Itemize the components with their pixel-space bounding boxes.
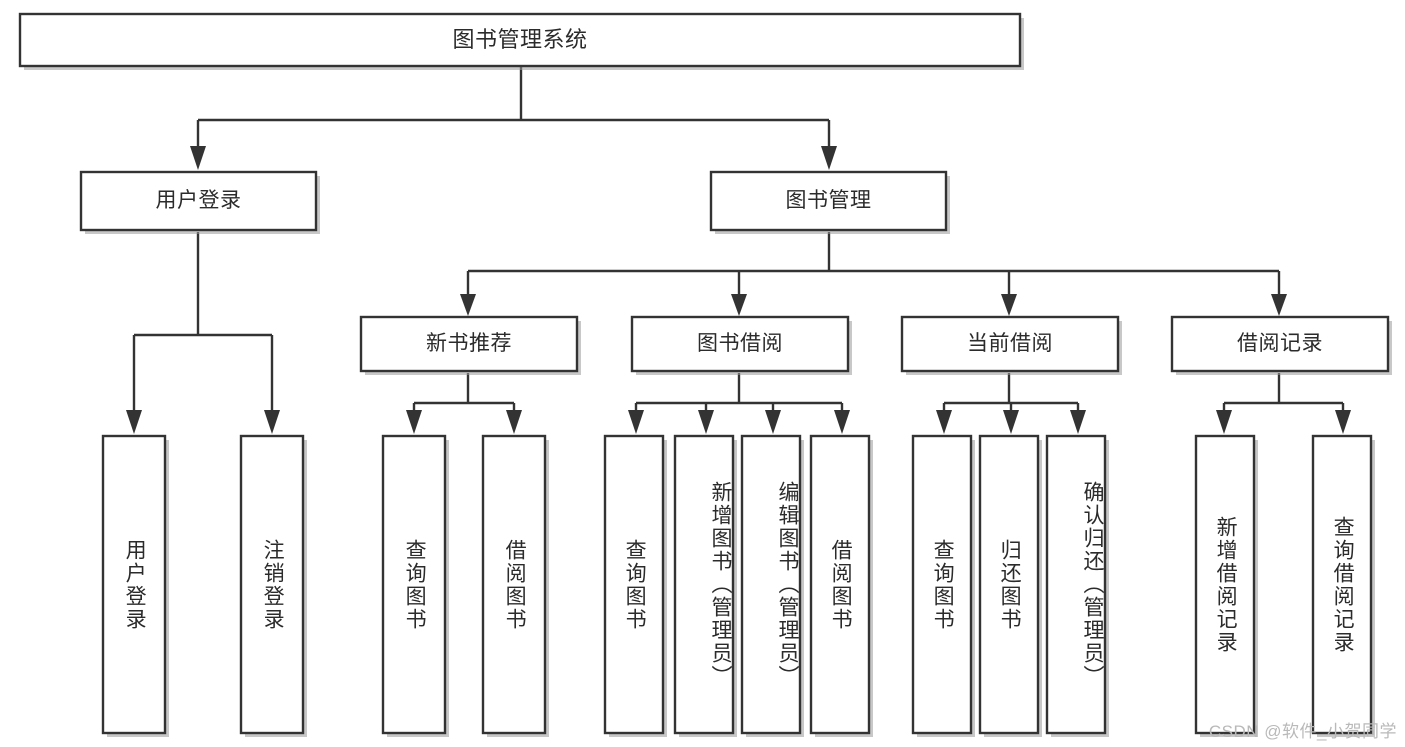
leaf-add-book-box[interactable] (673, 434, 735, 735)
arrowhead-current-borrow-leaf-2 (1003, 410, 1019, 434)
new-book-node-box[interactable] (359, 315, 579, 373)
current-borrow-node-box[interactable] (900, 315, 1120, 373)
arrowhead-current-borrow-leaf-1 (936, 410, 952, 434)
arrowhead-book-borrow-leaf-2 (698, 410, 714, 434)
arrowhead-borrow-record-leaf-1 (1216, 410, 1232, 434)
leaf-query-book-3-box[interactable] (911, 434, 973, 735)
node-box-layer (18, 12, 1392, 737)
arrowhead-borrow-record-leaf-2 (1335, 410, 1351, 434)
leaf-return-book-box[interactable] (978, 434, 1040, 735)
watermark-text: CSDN @软件_小贺同学 (1208, 722, 1397, 741)
arrowhead-user-login (190, 146, 206, 170)
root-node-box[interactable] (18, 12, 1022, 68)
leaf-query-record-box[interactable] (1311, 434, 1373, 735)
arrowhead-book-borrow (731, 294, 747, 316)
connector-layer (126, 67, 1351, 434)
leaf-borrow-book-1-box[interactable] (481, 434, 547, 735)
leaf-user-login-box[interactable] (101, 434, 167, 735)
arrowhead-new-book-leaf-1 (406, 410, 422, 434)
leaf-query-book-1-box[interactable] (381, 434, 447, 735)
arrowhead-borrow-record (1271, 294, 1287, 316)
arrowhead-current-borrow (1001, 294, 1017, 316)
arrowhead-user-login-leaf-1 (126, 410, 142, 434)
arrowhead-current-borrow-leaf-3 (1070, 410, 1086, 434)
arrowhead-book-mgmt (821, 146, 837, 170)
leaf-borrow-book-2-box[interactable] (809, 434, 871, 735)
leaf-confirm-return-box[interactable] (1045, 434, 1107, 735)
leaf-query-book-2-box[interactable] (603, 434, 665, 735)
book-mgmt-node-box[interactable] (709, 170, 948, 232)
arrowhead-book-borrow-leaf-1 (628, 410, 644, 434)
arrowhead-new-book-leaf-2 (506, 410, 522, 434)
leaf-edit-book-box[interactable] (740, 434, 802, 735)
leaf-logout-box[interactable] (239, 434, 305, 735)
arrowhead-book-borrow-leaf-4 (834, 410, 850, 434)
borrow-record-node-box[interactable] (1170, 315, 1390, 373)
arrowhead-user-login-leaf-2 (264, 410, 280, 434)
arrowhead-book-borrow-leaf-3 (765, 410, 781, 434)
arrowhead-new-book (460, 294, 476, 316)
user-login-node-box[interactable] (79, 170, 318, 232)
leaf-add-record-box[interactable] (1194, 434, 1256, 735)
book-borrow-node-box[interactable] (630, 315, 850, 373)
